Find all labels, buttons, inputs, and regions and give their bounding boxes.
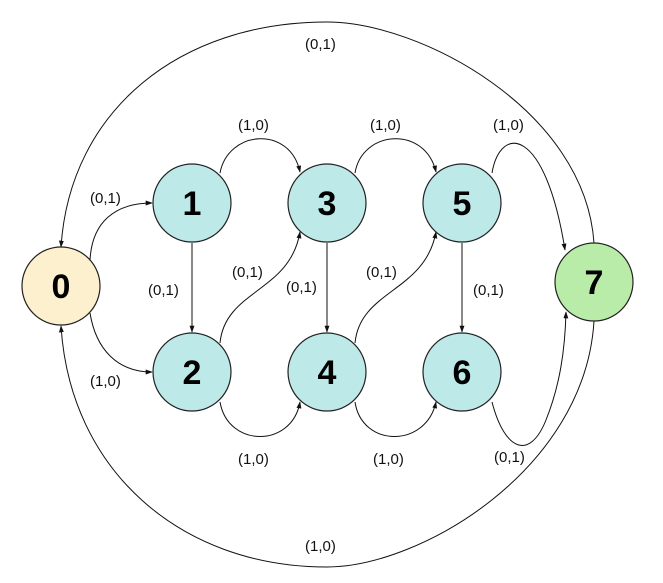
- edge-6-7: [491, 311, 569, 446]
- edge-label-5-6: (0,1): [473, 282, 504, 299]
- node-4-circle: [287, 332, 367, 412]
- node-3-circle: [287, 163, 367, 243]
- nodes: 0 1 2 3 4 5 6 7: [21, 163, 634, 412]
- edge-label-7-0-bottom: (1,0): [305, 538, 336, 555]
- edge-label-4-6: (1,0): [373, 451, 404, 468]
- edge-0-1: [89, 200, 153, 261]
- node-7-circle: [554, 242, 634, 322]
- edge-label-1-2: (0,1): [148, 282, 179, 299]
- edge-label-2-4: (1,0): [238, 451, 269, 468]
- node-0-label: 0: [52, 268, 71, 306]
- edge-4-6: [354, 401, 438, 437]
- node-2: 2: [152, 332, 232, 412]
- edge-0-2: [89, 312, 153, 375]
- node-6-label: 6: [453, 354, 472, 392]
- node-6-circle: [422, 332, 502, 412]
- node-1-circle: [152, 163, 232, 243]
- node-3: 3: [287, 163, 367, 243]
- edge-label-0-1: (0,1): [90, 190, 121, 207]
- node-4-label: 4: [318, 354, 337, 392]
- edge-7-0-top: [58, 21, 595, 248]
- node-5-label: 5: [453, 185, 472, 223]
- edge-label-6-7: (0,1): [494, 449, 525, 466]
- edge-label-4-5: (0,1): [366, 264, 397, 281]
- edge-label-1-3: (1,0): [238, 117, 269, 134]
- node-0: 0: [21, 246, 101, 326]
- node-2-label: 2: [183, 354, 202, 392]
- edge-2-4: [219, 401, 302, 437]
- edge-labels: (0,1) (1,0) (0,1) (1,0) (0,1) (1,0) (0,1…: [90, 36, 525, 555]
- node-3-label: 3: [318, 185, 337, 223]
- node-5: 5: [422, 163, 502, 243]
- node-2-circle: [152, 332, 232, 412]
- edge-5-7: [491, 142, 567, 251]
- edge-label-3-4: (0,1): [286, 279, 317, 296]
- edge-3-5: [354, 138, 437, 174]
- edge-4-5: [354, 231, 438, 344]
- node-5-circle: [422, 163, 502, 243]
- node-1: 1: [152, 163, 232, 243]
- edge-2-3: [219, 231, 302, 344]
- edge-1-3: [219, 138, 302, 174]
- edge-label-2-3: (0,1): [232, 264, 263, 281]
- node-0-circle: [21, 246, 101, 326]
- edge-7-0-bottom: [58, 320, 595, 568]
- edge-label-3-5: (1,0): [370, 117, 401, 134]
- node-4: 4: [287, 332, 367, 412]
- edges: [58, 21, 595, 568]
- node-7-label: 7: [585, 264, 604, 302]
- node-7: 7: [554, 242, 634, 322]
- node-6: 6: [422, 332, 502, 412]
- edge-label-7-0-top: (0,1): [305, 36, 336, 53]
- edge-label-0-2: (1,0): [90, 373, 121, 390]
- node-1-label: 1: [183, 185, 202, 223]
- edge-label-5-7: (1,0): [493, 117, 524, 134]
